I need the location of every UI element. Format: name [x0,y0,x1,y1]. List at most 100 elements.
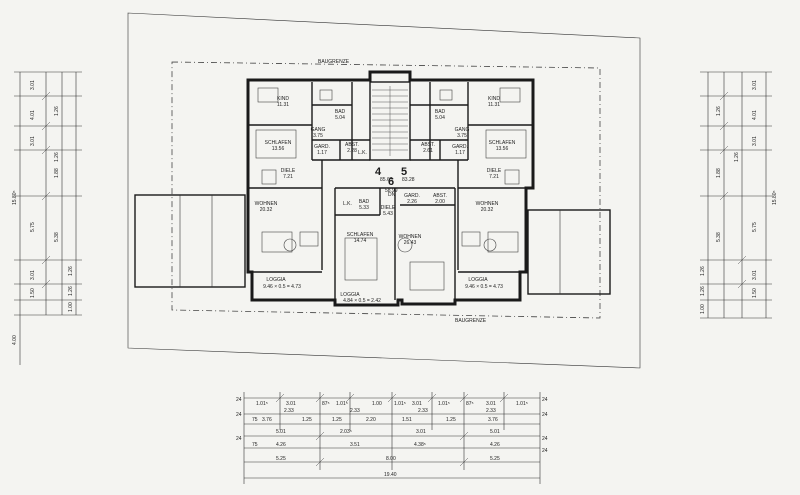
dn-label: DN [388,192,396,198]
svg-text:DIELE: DIELE [381,205,396,211]
svg-text:ABST.: ABST. [345,142,359,148]
room-abst-middle: ABST.2.00 [433,193,447,205]
svg-text:5.43: 5.43 [383,211,393,217]
svg-text:4.26: 4.26 [276,442,286,448]
svg-text:4.26: 4.26 [490,442,500,448]
svg-text:19.40: 19.40 [384,472,397,478]
unit-area-4: 85.63 [380,177,393,183]
svg-text:20.32: 20.32 [260,207,273,213]
svg-text:3.01: 3.01 [286,401,296,407]
stairwell [369,81,411,161]
svg-text:2.33: 2.33 [284,408,294,414]
svg-text:2.33: 2.33 [486,408,496,414]
svg-text:3.01: 3.01 [752,270,758,280]
svg-text:26.43: 26.43 [404,240,417,246]
svg-text:1.01⁵: 1.01⁵ [516,401,528,407]
svg-text:24: 24 [236,412,242,418]
svg-text:KIND: KIND [277,96,289,102]
svg-text:2.26: 2.26 [407,199,417,205]
furniture [255,87,527,291]
svg-text:3.51: 3.51 [350,442,360,448]
svg-text:1.26: 1.26 [700,286,706,296]
svg-text:1.50: 1.50 [752,288,758,298]
svg-text:87⁵: 87⁵ [322,401,330,407]
svg-text:5.38: 5.38 [54,232,60,242]
svg-text:1.88: 1.88 [716,168,722,178]
svg-text:1.25: 1.25 [302,417,312,423]
svg-text:7.21: 7.21 [283,174,293,180]
svg-text:1.01⁵: 1.01⁵ [336,401,348,407]
building-outline [246,70,535,307]
svg-text:1.26: 1.26 [734,152,740,162]
svg-text:KIND: KIND [488,96,500,102]
lk-label-left: L.K. [358,150,367,156]
svg-text:20.32: 20.32 [481,207,494,213]
svg-text:4.38⁵: 4.38⁵ [414,442,426,448]
svg-text:3.01: 3.01 [752,136,758,146]
svg-text:3.75: 3.75 [313,133,323,139]
svg-text:1.01⁵: 1.01⁵ [438,401,450,407]
unit-number-6: 6 [388,176,394,188]
svg-text:3.01: 3.01 [416,429,426,435]
svg-text:1.26: 1.26 [54,152,60,162]
svg-text:3.01: 3.01 [30,80,36,90]
svg-text:WOHNEN: WOHNEN [255,201,278,207]
svg-text:5.33: 5.33 [359,205,369,211]
svg-text:3.01: 3.01 [30,136,36,146]
right-dimension-chain: 3.01 4.01 3.01 5.75 3.01 1.50 1.26 1.88 … [700,71,778,319]
svg-text:87⁵: 87⁵ [466,401,474,407]
svg-text:3.01: 3.01 [30,270,36,280]
svg-text:1.26: 1.26 [68,286,74,296]
room-gard-left: GARD.1.17 [314,144,330,156]
svg-text:3.01: 3.01 [752,80,758,90]
svg-text:ABST.: ABST. [421,142,435,148]
svg-text:2.33: 2.33 [418,408,428,414]
svg-text:GARD.: GARD. [404,193,420,199]
svg-text:GARD.: GARD. [452,144,468,150]
bottom-dimension-chain: 1.01⁵ 3.01 87⁵ 1.01⁵ 1.00 1.01⁵ 3.01 1.0… [236,392,548,484]
terrace-right [527,209,611,295]
svg-text:24: 24 [236,397,242,403]
svg-text:1.17: 1.17 [317,150,327,156]
svg-text:5.01: 5.01 [276,429,286,435]
svg-text:WOHNEN: WOHNEN [476,201,499,207]
svg-text:15.80⁵: 15.80⁵ [772,190,778,205]
left-dimension-chain: 3.01 4.01 3.01 5.75 3.01 1.50 1.26 1.88 … [12,71,82,365]
svg-text:LOGGIA: LOGGIA [266,277,286,283]
svg-text:DIELE: DIELE [281,168,296,174]
interior-walls-right [410,82,533,270]
svg-text:5.38: 5.38 [716,232,722,242]
unit-area-6: 58.99 [385,188,398,194]
svg-text:1.00: 1.00 [68,302,74,312]
svg-text:4.00: 4.00 [12,335,18,345]
svg-text:24: 24 [236,436,242,442]
svg-text:DIELE: DIELE [487,168,502,174]
room-abst-right: ABST.2.61 [421,142,435,154]
svg-text:SCHLAFEN: SCHLAFEN [265,140,292,146]
svg-text:WOHNEN: WOHNEN [399,234,422,240]
svg-text:5.01: 5.01 [490,429,500,435]
svg-text:1.00: 1.00 [372,401,382,407]
interior-walls-left [248,82,370,270]
unit-number-4: 4 [375,166,382,178]
svg-text:5.04: 5.04 [435,115,445,121]
svg-text:2.03⁵: 2.03⁵ [340,429,352,435]
svg-text:24: 24 [542,412,548,418]
svg-text:5.25: 5.25 [276,456,286,462]
svg-text:24: 24 [542,448,548,454]
site-boundary [127,12,641,369]
svg-text:GANG: GANG [455,127,470,133]
